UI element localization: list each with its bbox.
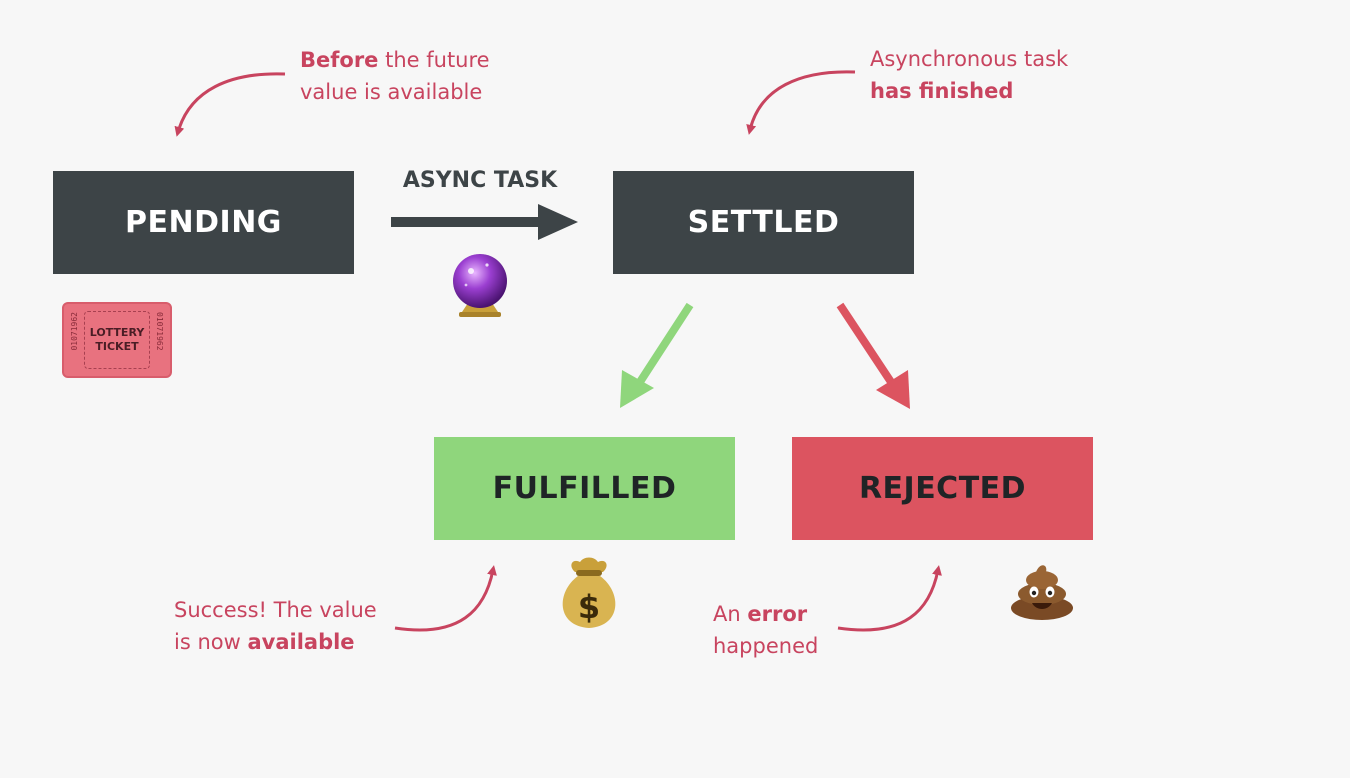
- pending-state-box: PENDING: [53, 171, 354, 274]
- pile-of-poo-icon: [1011, 565, 1073, 620]
- pending-annotation-bold: Before: [300, 48, 379, 72]
- fulfilled-annotation-bold: available: [247, 630, 355, 654]
- rejected-annotation: An error happened: [713, 598, 818, 662]
- settled-state-box: SETTLED: [613, 171, 914, 274]
- pending-annotation: Before the future value is available: [300, 44, 490, 108]
- rejected-annotation-bold: error: [747, 602, 808, 626]
- fulfilled-state-box: FULFILLED: [434, 437, 735, 540]
- svg-text:$: $: [578, 588, 600, 626]
- settled-annotation-line1: Asynchronous task: [870, 47, 1069, 71]
- rejected-annotation-line2: happened: [713, 634, 819, 658]
- pending-note-arrow: [174, 72, 286, 137]
- rejected-annotation-prefix: An: [713, 602, 748, 626]
- settled-annotation: Asynchronous task has finished: [870, 43, 1068, 107]
- rejected-label: REJECTED: [858, 471, 1027, 506]
- lottery-ticket-icon: 01071962 LOTTERY TICKET 01071962: [62, 302, 172, 378]
- fulfilled-annotation: Success! The value is now available: [174, 594, 377, 658]
- pending-annotation-line1: the future: [378, 48, 490, 72]
- ticket-line1: LOTTERY: [89, 326, 145, 339]
- rejected-note-arrow: [837, 565, 942, 632]
- success-arrow: [620, 302, 694, 408]
- ticket-face: LOTTERY TICKET: [84, 311, 150, 369]
- ticket-serial-right: 01071962: [155, 312, 164, 351]
- ticket-line2: TICKET: [95, 340, 139, 353]
- settled-note-arrow: [746, 70, 856, 135]
- fulfilled-label: FULFILLED: [492, 471, 677, 506]
- async-task-arrow: [391, 204, 578, 240]
- error-arrow: [836, 302, 910, 409]
- rejected-state-box: REJECTED: [792, 437, 1093, 540]
- money-bag-icon: $: [562, 557, 616, 628]
- crystal-ball-icon: [453, 254, 507, 317]
- ticket-serial-left: 01071962: [70, 312, 79, 351]
- async-task-label: ASYNC TASK: [402, 168, 558, 193]
- pending-label: PENDING: [125, 205, 282, 240]
- settled-annotation-bold: has finished: [870, 79, 1014, 103]
- settled-label: SETTLED: [687, 205, 840, 240]
- fulfilled-note-arrow: [394, 565, 497, 632]
- fulfilled-annotation-prefix: is now: [174, 630, 248, 654]
- fulfilled-annotation-line1: Success! The value: [174, 598, 377, 622]
- pending-annotation-line2: value is available: [300, 80, 483, 104]
